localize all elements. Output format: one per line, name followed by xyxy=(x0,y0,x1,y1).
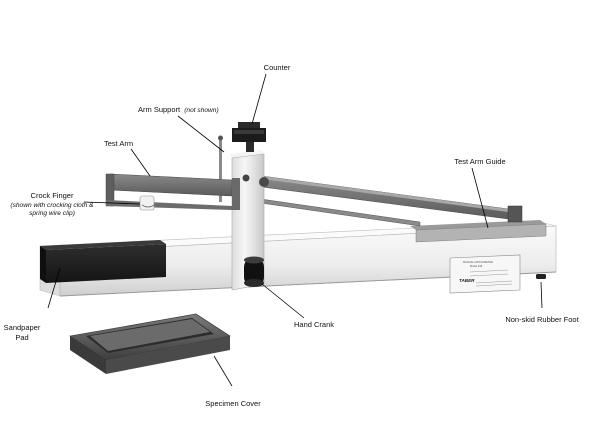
label-sandpaper-pad: Sandpaper xyxy=(4,323,41,332)
label-sandpaper-pad-line2: Pad xyxy=(15,333,28,342)
linkage-arm xyxy=(239,175,523,227)
pivot-bolts xyxy=(242,174,269,187)
nameplate-line1: MANUAL CROCKMETER xyxy=(463,260,493,264)
label-specimen-cover: Specimen Cover xyxy=(205,399,261,408)
label-hand-crank: Hand Crank xyxy=(294,320,334,329)
test-arm-guide xyxy=(410,220,547,243)
counter xyxy=(232,122,266,152)
nameplate: MANUAL CROCKMETER Model 418 TABER xyxy=(449,254,521,294)
crock-finger xyxy=(139,195,155,211)
rubber-foot xyxy=(536,274,546,279)
test-arm xyxy=(105,173,240,210)
label-crock-finger-note-1: (shown with crocking cloth & xyxy=(10,202,94,209)
hand-crank xyxy=(244,256,264,287)
label-arm-support: Arm Support (not shown) xyxy=(138,105,219,114)
specimen-cover xyxy=(69,313,231,374)
label-test-arm: Test Arm xyxy=(104,139,133,148)
nameplate-line2: Model 418 xyxy=(470,264,483,268)
nameplate-brand: TABER xyxy=(459,278,475,283)
label-arm-support-note: (not shown) xyxy=(184,107,218,114)
label-test-arm-guide: Test Arm Guide xyxy=(454,157,505,166)
label-rubber-foot: Non-skid Rubber Foot xyxy=(505,315,579,324)
label-counter: Counter xyxy=(264,63,291,72)
leader-lines xyxy=(47,73,543,387)
callout-labels: Counter Arm Support (not shown) Test Arm… xyxy=(4,63,580,408)
arm-support xyxy=(218,135,223,202)
label-crock-finger-note-2: spring wire clip) xyxy=(29,210,75,217)
sandpaper-pad xyxy=(40,240,166,283)
label-crock-finger: Crock Finger xyxy=(31,191,74,200)
